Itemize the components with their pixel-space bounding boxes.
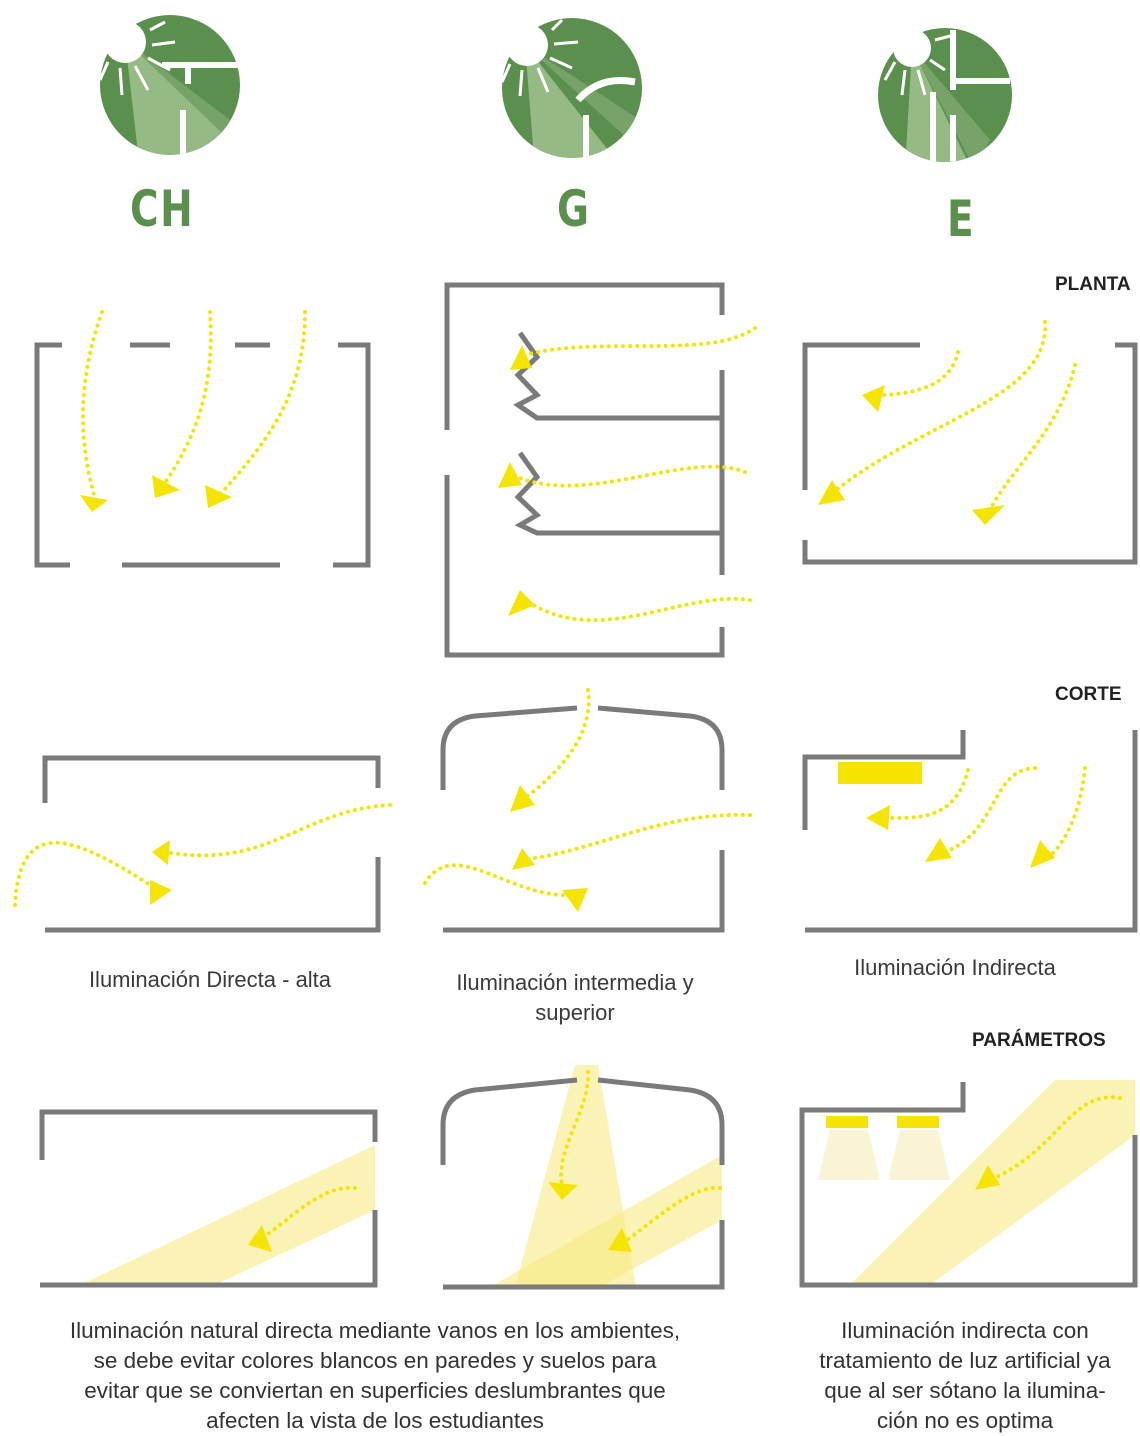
parametros-heading: PARÁMETROS [972, 1030, 1106, 1051]
g-caption-line2: superior [535, 1000, 615, 1025]
corte-heading: CORTE [1055, 684, 1122, 705]
ch-code-label: CH [130, 180, 195, 238]
g-code-label: G [557, 180, 591, 238]
planta-heading: PLANTA [1055, 274, 1131, 295]
e-section-diagram [802, 730, 1138, 933]
g-parameter-diagram [440, 1065, 725, 1290]
g-caption-line1: Iluminación intermedia y [456, 970, 694, 995]
right-description-line: que al ser sótano la ilumina- [824, 1378, 1106, 1403]
g-section-diagram [423, 688, 752, 933]
left-description: Iluminación natural directa mediante van… [15, 1316, 735, 1436]
right-description-line: tratamiento de luz artificial ya [819, 1348, 1111, 1373]
g-plan-diagram [444, 282, 757, 658]
ch-parameter-diagram [39, 1109, 378, 1288]
e-code-label: E [947, 190, 976, 248]
left-description-line: Iluminación natural directa mediante van… [69, 1318, 681, 1343]
left-description-line: evitar que se conviertan en superficies … [84, 1378, 666, 1403]
e-caption: Iluminación Indirecta [854, 955, 1056, 980]
e-icon [878, 28, 1012, 162]
ch-caption: Iluminación Directa - alta [88, 967, 332, 992]
right-description-line: ción no es optima [876, 1408, 1054, 1433]
ch-section-diagram [13, 755, 392, 933]
ch-icon [98, 15, 240, 155]
e-plan-diagram [802, 320, 1138, 565]
left-description-line: se debe evitar colores blancos en parede… [93, 1348, 657, 1373]
ch-plan-diagram [34, 310, 371, 568]
right-description: Iluminación indirecta con tratamiento de… [785, 1316, 1140, 1436]
g-icon [500, 18, 642, 158]
e-parameter-diagram [799, 1080, 1138, 1288]
right-description-line: Iluminación indirecta con [841, 1318, 1089, 1343]
left-description-line: afecten la vista de los estudiantes [206, 1408, 544, 1433]
